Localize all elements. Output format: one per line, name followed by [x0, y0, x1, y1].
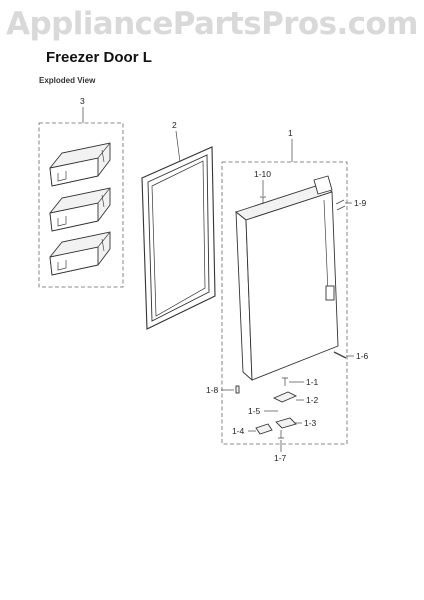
callout-1-2: 1-2 — [306, 395, 319, 405]
door-gasket: 2 — [141, 120, 216, 330]
screw-icon — [282, 377, 288, 386]
page-title: Freezer Door L — [46, 49, 152, 66]
pin-icon — [278, 430, 284, 439]
hinge-cap — [313, 175, 333, 195]
hinge-cover-icon — [255, 423, 273, 435]
door-bin-top — [49, 142, 111, 187]
callout-1-1: 1-1 — [306, 377, 319, 387]
callout-1-9: 1-9 — [354, 198, 367, 208]
view-subtitle: Exploded View — [39, 76, 96, 85]
screw-icon — [260, 196, 266, 204]
door-stop-icon — [235, 385, 240, 394]
lower-hinge-icon — [275, 417, 297, 429]
callout-2: 2 — [172, 120, 177, 130]
callout-1-3: 1-3 — [304, 418, 317, 428]
hinge-pin-icon — [335, 199, 346, 211]
callout-3: 3 — [80, 96, 85, 106]
door-bin-bottom — [49, 231, 111, 276]
spring-icon — [333, 351, 347, 359]
door-handle-recess — [325, 285, 335, 301]
watermark-logo: AppliancePartsPros.com — [6, 6, 418, 42]
callout-1-4: 1-4 — [232, 426, 245, 436]
callout-1-7: 1-7 — [274, 453, 287, 463]
callout-1-8: 1-8 — [206, 385, 219, 395]
bins-dashed-box — [38, 122, 124, 288]
door-dashed-box — [221, 161, 348, 445]
door-bin-middle — [49, 187, 111, 232]
door-assembly-group: 1 1-10 1-9 1-6 1-8 1-1 — [206, 128, 369, 463]
callout-1-5: 1-5 — [248, 406, 261, 416]
callout-2-leader — [175, 130, 181, 163]
freezer-door-panel — [235, 175, 339, 382]
callout-1: 1 — [288, 128, 293, 138]
callout-1-10: 1-10 — [254, 169, 271, 179]
door-bins-group: 3 — [38, 96, 124, 288]
callout-1-6: 1-6 — [356, 351, 369, 361]
hinge-bracket-icon — [272, 391, 298, 403]
